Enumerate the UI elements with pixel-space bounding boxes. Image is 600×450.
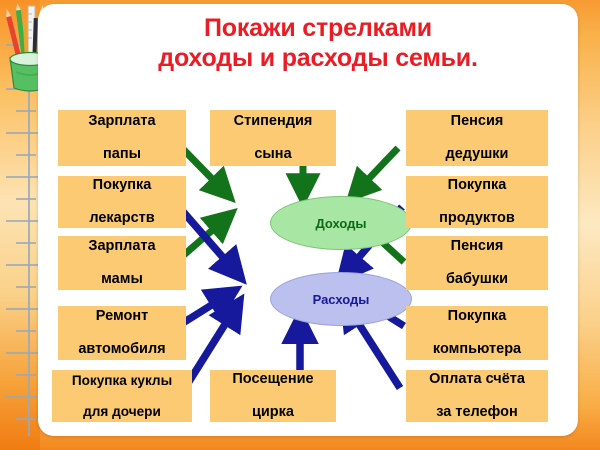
box-phone-bill[interactable]: Оплата счёта за телефон: [406, 370, 548, 422]
box-phone-bill-line2: за телефон: [436, 404, 518, 421]
box-circus-visit[interactable]: Посещение цирка: [210, 370, 336, 422]
box-stipend-son-line1: Стипендия: [233, 113, 313, 130]
box-medicine-purchase[interactable]: Покупка лекарств: [58, 176, 186, 228]
box-stipend-son[interactable]: Стипендия сына: [210, 110, 336, 166]
box-computer-purchase-line2: компьютера: [432, 341, 522, 358]
box-car-repair[interactable]: Ремонт автомобиля: [58, 306, 186, 360]
ruler-tick: [16, 418, 36, 420]
box-car-repair-line1: Ремонт: [95, 308, 149, 325]
ruler-tick: [16, 330, 36, 332]
worksheet-card: Покажи стрелками доходы и расходы семьи.: [38, 4, 578, 436]
ruler-tick: [16, 242, 36, 244]
box-groceries-purchase-line1: Покупка: [447, 177, 507, 194]
ruler-tick: [16, 110, 36, 112]
node-expenses-label: Расходы: [312, 291, 370, 307]
box-car-repair-line2: автомобиля: [78, 341, 166, 358]
arrow-pension-grandpa-to-income: [345, 145, 401, 204]
ruler-tick: [6, 396, 40, 398]
box-phone-bill-line1: Оплата счёта: [429, 371, 525, 388]
box-doll-for-daughter[interactable]: Покупка куклы для дочери: [52, 370, 192, 422]
ruler-line: [28, 36, 30, 436]
box-circus-visit-line1: Посещение: [232, 371, 314, 388]
box-stipend-son-line2: сына: [254, 146, 292, 163]
ruler-tick: [16, 198, 36, 200]
node-expenses[interactable]: Расходы: [270, 272, 412, 326]
title-line-2: доходы и расходы семьи.: [158, 43, 478, 72]
box-salary-mom-line2: мамы: [101, 271, 143, 288]
ruler-tick: [6, 264, 40, 266]
box-groceries-purchase[interactable]: Покупка продуктов: [406, 176, 548, 228]
box-pension-grandpa[interactable]: Пенсия дедушки: [406, 110, 548, 166]
ruler-tick: [6, 308, 40, 310]
page-title: Покажи стрелками доходы и расходы семьи.: [98, 14, 538, 73]
ruler-tick: [16, 154, 36, 156]
title-line-1: Покажи стрелками: [204, 14, 432, 42]
box-pension-grandma-line1: Пенсия: [450, 238, 504, 255]
arrow-medicine-to-expenses: [176, 204, 247, 285]
box-medicine-purchase-line1: Покупка: [92, 177, 152, 194]
box-circus-visit-line2: цирка: [251, 404, 294, 421]
box-pension-grandpa-line1: Пенсия: [450, 113, 504, 130]
box-computer-purchase-line1: Покупка: [447, 308, 507, 325]
box-computer-purchase[interactable]: Покупка компьютера: [406, 306, 548, 360]
box-salary-mom-line1: Зарплата: [88, 238, 156, 255]
box-pension-grandpa-line2: дедушки: [445, 146, 509, 163]
node-income[interactable]: Доходы: [270, 196, 412, 250]
box-salary-mom[interactable]: Зарплата мамы: [58, 236, 186, 290]
box-pension-grandma[interactable]: Пенсия бабушки: [406, 236, 548, 290]
box-pension-grandma-line2: бабушки: [445, 271, 509, 288]
ruler-tick: [16, 374, 36, 376]
ruler-tick: [6, 220, 40, 222]
box-doll-for-daughter-line2: для дочери: [83, 403, 161, 419]
box-doll-for-daughter-line1: Покупка куклы: [71, 372, 173, 388]
ruler-tick: [16, 286, 36, 288]
box-salary-dad-line1: Зарплата: [88, 113, 156, 130]
box-groceries-purchase-line2: продуктов: [439, 210, 515, 227]
box-medicine-purchase-line2: лекарств: [89, 210, 155, 227]
node-income-label: Доходы: [315, 215, 367, 231]
ruler-tick: [6, 352, 40, 354]
box-salary-dad-line2: папы: [103, 146, 141, 163]
ruler-tick: [6, 132, 40, 134]
box-salary-dad[interactable]: Зарплата папы: [58, 110, 186, 166]
ruler-tick: [6, 176, 40, 178]
